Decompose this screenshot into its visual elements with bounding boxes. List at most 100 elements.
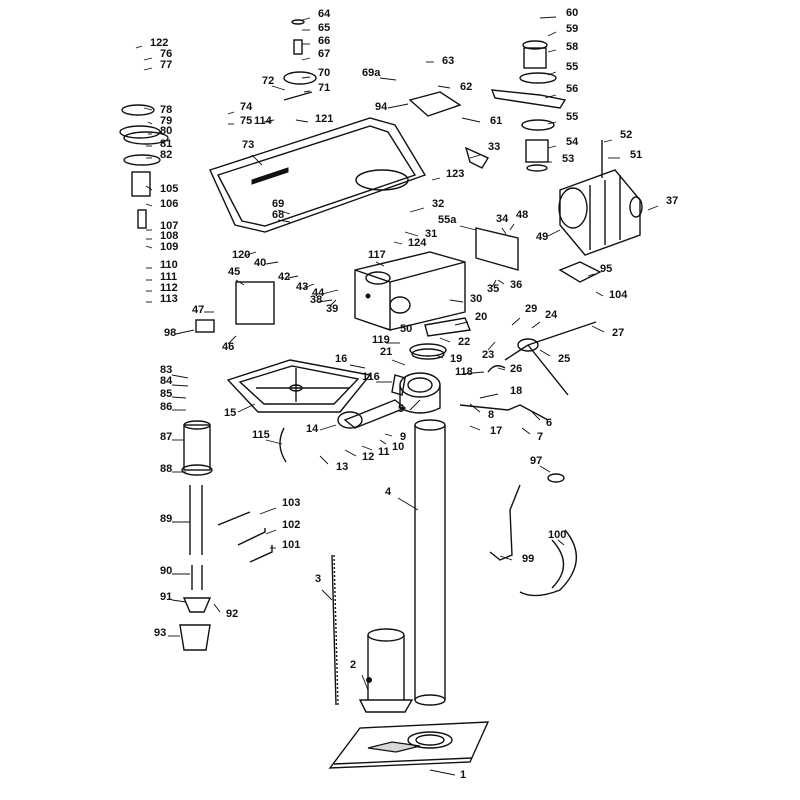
hex-keys	[217, 511, 273, 563]
part-label-118: 118	[455, 366, 473, 378]
leader-4	[397, 497, 419, 511]
part-label-2: 2	[350, 659, 356, 671]
leader-11	[361, 445, 373, 451]
leader-103	[259, 507, 277, 515]
part-label-108: 108	[160, 230, 178, 242]
motor	[558, 140, 643, 256]
part-label-71: 71	[318, 82, 330, 94]
leader-14	[319, 424, 337, 431]
leader-5	[409, 399, 421, 411]
part-label-21: 21	[380, 346, 392, 358]
leader-99	[499, 555, 513, 561]
part-label-105: 105	[160, 183, 178, 195]
part-label-81: 81	[160, 138, 172, 150]
part-label-104: 104	[609, 289, 628, 301]
column-tube	[414, 419, 446, 706]
part-label-78: 78	[160, 104, 172, 116]
chuck-guard	[279, 365, 506, 463]
part-label-91: 91	[160, 591, 172, 603]
tension-plate-94	[408, 91, 462, 117]
part-label-6: 6	[546, 417, 552, 429]
leader-79	[147, 121, 153, 125]
leader-77	[143, 67, 153, 71]
leader-20	[454, 321, 469, 326]
head-casting	[354, 251, 466, 331]
part-label-123: 123	[446, 168, 464, 180]
leader-60	[539, 16, 557, 19]
part-label-86: 86	[160, 401, 172, 413]
leader-56	[544, 94, 557, 99]
part-label-111: 111	[160, 271, 177, 283]
part-label-46: 46	[222, 341, 234, 353]
part-label-99: 99	[522, 553, 534, 565]
leader-71	[303, 90, 311, 93]
leader-104	[595, 291, 604, 297]
motor-pulley-stack	[519, 40, 557, 172]
leader-68	[277, 219, 291, 223]
leader-67	[301, 57, 311, 61]
leader-95	[587, 273, 595, 277]
part-label-69a: 69a	[362, 67, 381, 79]
leader-105	[145, 185, 153, 191]
leader-50	[377, 325, 393, 331]
leader-114	[263, 119, 275, 123]
part-label-121: 121	[315, 113, 333, 125]
part-label-5: 5	[398, 403, 404, 415]
part-label-16: 16	[335, 353, 347, 365]
leader-27	[591, 325, 605, 333]
part-label-11: 11	[378, 446, 390, 458]
part-label-19: 19	[450, 353, 462, 365]
leader-7	[521, 427, 531, 435]
leader-45	[235, 279, 245, 286]
leader-121	[295, 119, 309, 123]
part-label-30: 30	[470, 293, 482, 305]
part-label-42: 42	[278, 271, 290, 283]
leader-91	[171, 599, 187, 603]
quill-spindle	[179, 420, 213, 651]
leader-109	[145, 245, 153, 249]
part-label-87: 87	[160, 431, 172, 443]
part-label-85: 85	[160, 388, 172, 400]
leader-73	[251, 154, 263, 166]
leader-84	[171, 384, 189, 387]
leader-1	[429, 769, 456, 776]
leader-8	[469, 403, 481, 413]
leader-30	[449, 299, 464, 303]
part-label-7: 7	[537, 431, 543, 443]
part-label-32: 32	[432, 198, 444, 210]
spindle-pulley-stack	[119, 104, 161, 229]
part-label-122: 122	[150, 37, 168, 49]
leader-124	[393, 241, 403, 245]
leader-44	[321, 289, 339, 295]
leader-122	[135, 45, 143, 49]
motor-bracket-plate	[475, 227, 519, 271]
leader-13	[319, 455, 329, 465]
leader-123	[431, 177, 441, 181]
part-label-88: 88	[160, 463, 172, 475]
leader-34	[501, 227, 507, 235]
part-label-23: 23	[482, 349, 494, 361]
table-arm	[337, 372, 441, 429]
part-label-40: 40	[254, 257, 266, 269]
leader-102	[265, 529, 277, 535]
leader-74	[227, 111, 235, 115]
leader-19	[435, 354, 444, 359]
part-label-31: 31	[425, 228, 437, 240]
part-label-36: 36	[510, 279, 522, 291]
leader-21	[391, 359, 406, 366]
part-label-62: 62	[460, 81, 472, 93]
part-label-113: 113	[160, 293, 178, 305]
base-plate	[328, 721, 490, 769]
leader-40	[265, 261, 279, 265]
leader-62	[437, 85, 451, 89]
pinion-shaft	[424, 317, 471, 337]
part-label-13: 13	[336, 461, 348, 473]
leader-26	[497, 367, 506, 371]
part-label-48: 48	[516, 209, 528, 221]
column-support	[358, 628, 414, 713]
part-label-44: 44	[312, 287, 325, 299]
leader-97	[539, 465, 551, 473]
leader-72	[271, 85, 286, 91]
center-pulley-stack	[283, 19, 317, 101]
part-label-94: 94	[375, 101, 388, 113]
